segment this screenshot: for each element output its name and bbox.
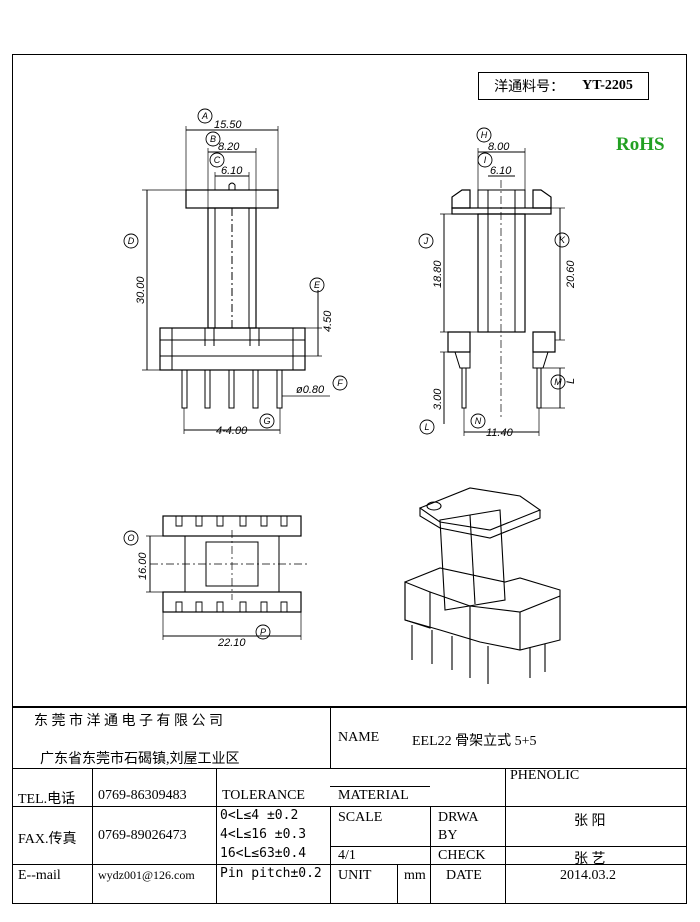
material-value: PHENOLIC bbox=[510, 768, 580, 783]
callout-b: B bbox=[210, 134, 216, 144]
dim-d-value: 30.00 bbox=[135, 276, 147, 304]
dim-k-value: 20.60 bbox=[565, 260, 577, 289]
bottom-view bbox=[146, 515, 310, 640]
date-label: DATE bbox=[446, 868, 482, 883]
rohs-mark: RoHS bbox=[616, 134, 665, 155]
front-view bbox=[142, 126, 330, 434]
side-view bbox=[440, 148, 565, 436]
dim-e-value: 4.50 bbox=[322, 310, 334, 332]
dim-a-value: 15.50 bbox=[214, 119, 242, 131]
dim-p-value: 22.10 bbox=[217, 637, 246, 649]
dim-o-value: 16.00 bbox=[137, 552, 149, 580]
callout-a: A bbox=[201, 111, 208, 121]
material-label: MATERIAL bbox=[338, 788, 409, 803]
dim-j-value: 18.80 bbox=[432, 260, 444, 288]
name-label: NAME bbox=[338, 730, 380, 745]
drwa-label: DRWA bbox=[438, 810, 479, 825]
tel-value: 0769-86309483 bbox=[98, 788, 187, 803]
callout-m: M bbox=[554, 377, 562, 387]
email-value: wydz001@126.com bbox=[98, 868, 195, 882]
dim-i-value: 6.10 bbox=[490, 165, 512, 177]
tolerance-range-1: 0<L≤4 ±0.2 bbox=[220, 808, 299, 823]
company-address: 广东省东莞市石碣镇,刘屋工业区 bbox=[40, 752, 240, 767]
callout-l: L bbox=[424, 422, 429, 432]
tolerance-label: TOLERANCE bbox=[222, 788, 305, 803]
unit-label: UNIT bbox=[338, 868, 372, 883]
check-label: CHECK bbox=[438, 848, 486, 863]
callout-g: G bbox=[263, 416, 270, 426]
fax-label: FAX.传真 bbox=[18, 832, 77, 847]
drawing-frame bbox=[12, 54, 687, 904]
checked-by: 张 艺 bbox=[574, 852, 606, 867]
date-value: 2014.03.2 bbox=[560, 868, 616, 883]
callout-i: I bbox=[484, 155, 487, 165]
dim-n-value: 11.40 bbox=[486, 427, 514, 439]
part-number-box: 洋通料号： YT-2205 bbox=[478, 72, 649, 100]
dim-h-value: 8.00 bbox=[488, 141, 510, 153]
callout-e: E bbox=[314, 280, 321, 290]
fax-value: 0769-89026473 bbox=[98, 828, 187, 843]
dim-g-value: 4-4.00 bbox=[216, 425, 248, 437]
dim-b-value: 8.20 bbox=[218, 141, 240, 153]
part-number-label: 洋通料号： bbox=[494, 80, 565, 95]
callout-n: N bbox=[475, 416, 482, 426]
callout-h: H bbox=[481, 130, 488, 140]
by-label: BY bbox=[438, 828, 458, 843]
callout-d: D bbox=[128, 236, 135, 246]
callout-p: P bbox=[260, 627, 266, 637]
tolerance-range-3: 16<L≤63±0.4 bbox=[220, 846, 307, 861]
dim-m-value: L bbox=[565, 378, 577, 384]
unit-value: mm bbox=[404, 868, 426, 883]
email-label: E--mail bbox=[18, 868, 61, 883]
company-name: 东 莞 市 洋 通 电 子 有 限 公 司 bbox=[34, 714, 223, 729]
drawn-by: 张 阳 bbox=[574, 814, 606, 829]
scale-label: SCALE bbox=[338, 810, 383, 825]
callout-k: K bbox=[559, 235, 566, 245]
tolerance-range-2: 4<L≤16 ±0.3 bbox=[220, 827, 307, 842]
dim-f-value: ø0.80 bbox=[296, 384, 325, 396]
callout-j: J bbox=[423, 236, 429, 246]
dim-c-value: 6.10 bbox=[221, 165, 243, 177]
part-number: YT-2205 bbox=[582, 78, 633, 93]
iso-view bbox=[404, 487, 561, 684]
title-block: 东 莞 市 洋 通 电 子 有 限 公 司 广东省东莞市石碣镇,刘屋工业区 NA… bbox=[12, 706, 687, 904]
callout-f: F bbox=[337, 378, 343, 388]
name-value: EEL22 骨架立式 5+5 bbox=[412, 734, 537, 749]
dim-l-value: 3.00 bbox=[432, 388, 444, 410]
scale-value: 4/1 bbox=[338, 848, 356, 863]
tel-label: TEL.电话 bbox=[18, 792, 76, 807]
tolerance-pin-pitch: Pin pitch±0.2 bbox=[220, 866, 322, 881]
callout-o: O bbox=[127, 533, 134, 543]
callout-c: C bbox=[214, 155, 221, 165]
